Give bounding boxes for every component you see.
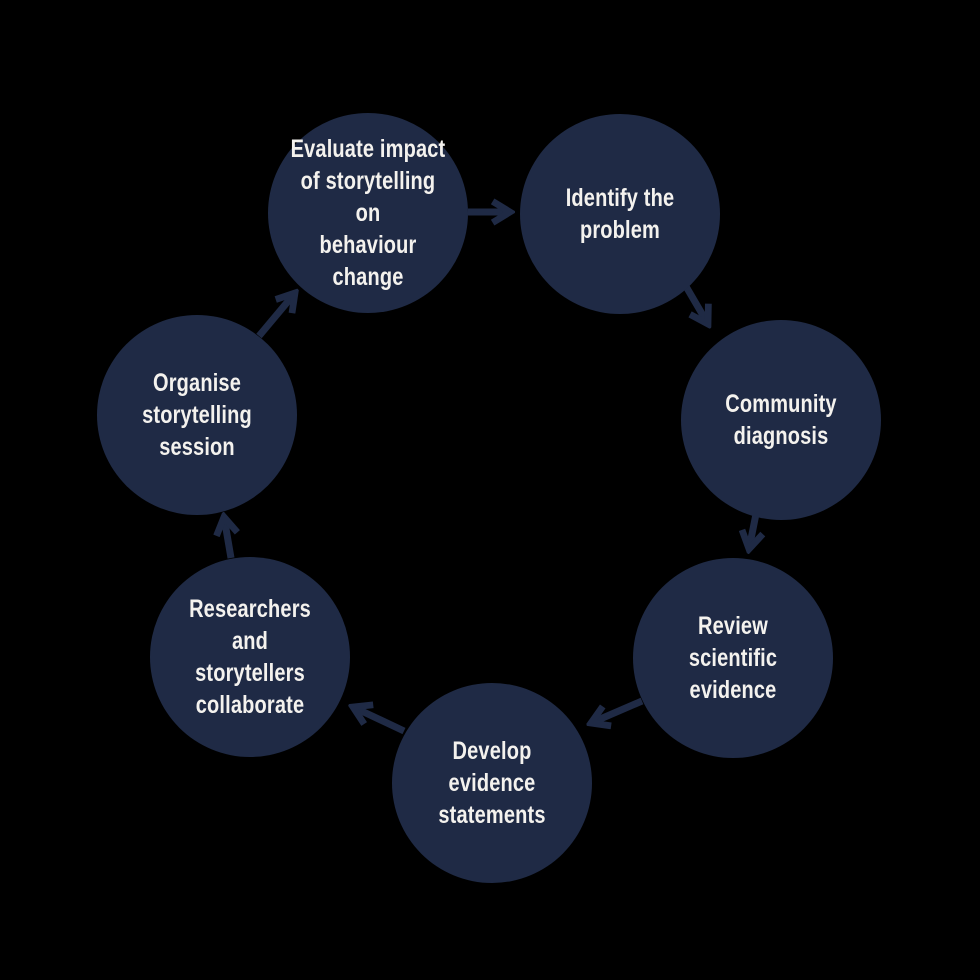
arrow-develop-to-researchers: [353, 707, 406, 735]
arrow-review-to-develop: [591, 697, 644, 723]
node-researchers-storytellers-collaborate: Researchers and storytellers collaborate: [150, 557, 350, 757]
node-label-community-diagnosis: Community diagnosis: [725, 390, 837, 450]
arrow-researchers-to-organise: [224, 517, 231, 559]
node-review-scientific-evidence: Review scientific evidence: [633, 558, 833, 758]
node-evaluate-impact: Evaluate impact of storytelling on behav…: [268, 113, 468, 313]
arrow-organise-to-evaluate: [256, 293, 295, 339]
node-label-evaluate-impact: Evaluate impact of storytelling on behav…: [290, 135, 446, 291]
node-label-review-scientific-evidence: Review scientific evidence: [688, 612, 778, 704]
node-label-researchers-storytellers-collaborate: Researchers and storytellers collaborate: [189, 595, 311, 719]
node-label-organise-storytelling-session: Organise storytelling session: [142, 369, 252, 461]
node-identify-problem: Identify the problem: [520, 114, 720, 314]
node-label-identify-problem: Identify the problem: [565, 184, 675, 244]
node-develop-evidence-statements: Develop evidence statements: [392, 683, 592, 883]
arrow-identify-to-community: [680, 281, 708, 324]
node-label-develop-evidence-statements: Develop evidence statements: [438, 737, 546, 829]
node-organise-storytelling-session: Organise storytelling session: [97, 315, 297, 515]
node-community-diagnosis: Community diagnosis: [681, 320, 881, 520]
